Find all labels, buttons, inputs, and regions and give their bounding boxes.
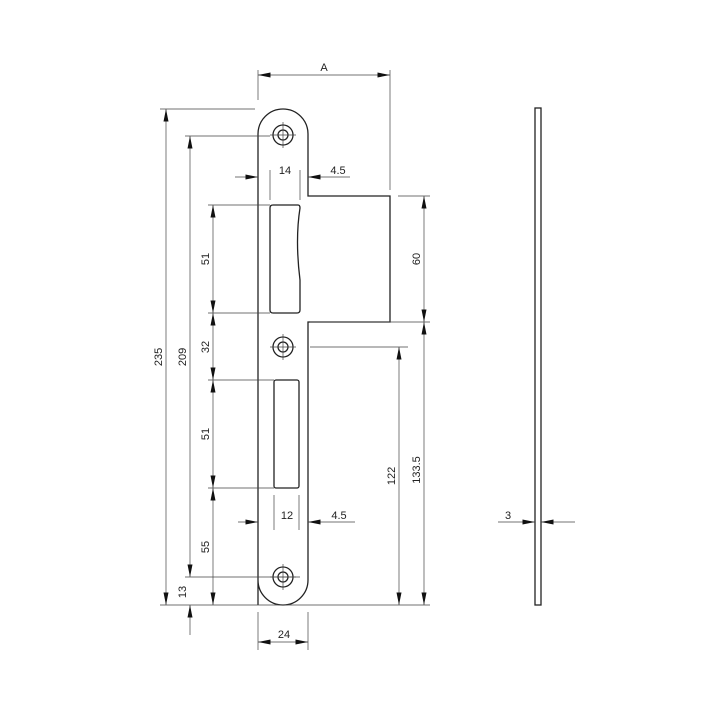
dim-chain-left: 51 32 51 55 bbox=[200, 205, 216, 605]
dim-24: 24 bbox=[258, 629, 308, 645]
dim-209-label: 209 bbox=[177, 348, 189, 366]
dim-a-label: A bbox=[320, 62, 328, 74]
dim-12-label: 12 bbox=[281, 510, 293, 522]
dim-4-5-upper-label: 4.5 bbox=[330, 165, 345, 177]
dim-133-5: 133.5 bbox=[411, 322, 427, 605]
dim-32-label: 32 bbox=[200, 341, 212, 353]
dim-133-5-label: 133.5 bbox=[411, 456, 423, 484]
dim-209: 209 bbox=[177, 136, 193, 577]
dim-thickness: 3 bbox=[498, 510, 575, 525]
dim-235: 235 bbox=[153, 109, 169, 605]
dim-55-label: 55 bbox=[200, 541, 212, 553]
dim-14-label: 14 bbox=[279, 165, 291, 177]
dim-4-5-lower-label: 4.5 bbox=[331, 510, 346, 522]
screw-hole-middle bbox=[270, 334, 296, 360]
dim-60: 60 bbox=[411, 196, 427, 322]
plate-outline bbox=[257, 108, 391, 606]
dim-235-label: 235 bbox=[153, 348, 165, 366]
side-view-plate bbox=[534, 107, 542, 606]
lower-slot bbox=[273, 379, 300, 489]
dim-a: A bbox=[258, 62, 390, 78]
dim-3-label: 3 bbox=[505, 510, 511, 522]
dim-51-upper-label: 51 bbox=[200, 253, 212, 265]
dim-13: 13 bbox=[177, 586, 193, 635]
upper-slot bbox=[269, 204, 301, 314]
dim-122: 122 bbox=[386, 347, 402, 605]
extension-lines bbox=[160, 70, 430, 650]
dim-51-lower-label: 51 bbox=[200, 428, 212, 440]
screw-hole-top bbox=[270, 122, 296, 148]
dim-24-label: 24 bbox=[278, 629, 290, 641]
dim-122-label: 122 bbox=[386, 467, 398, 485]
dim-60-label: 60 bbox=[411, 253, 423, 265]
dim-13-label: 13 bbox=[177, 586, 189, 598]
